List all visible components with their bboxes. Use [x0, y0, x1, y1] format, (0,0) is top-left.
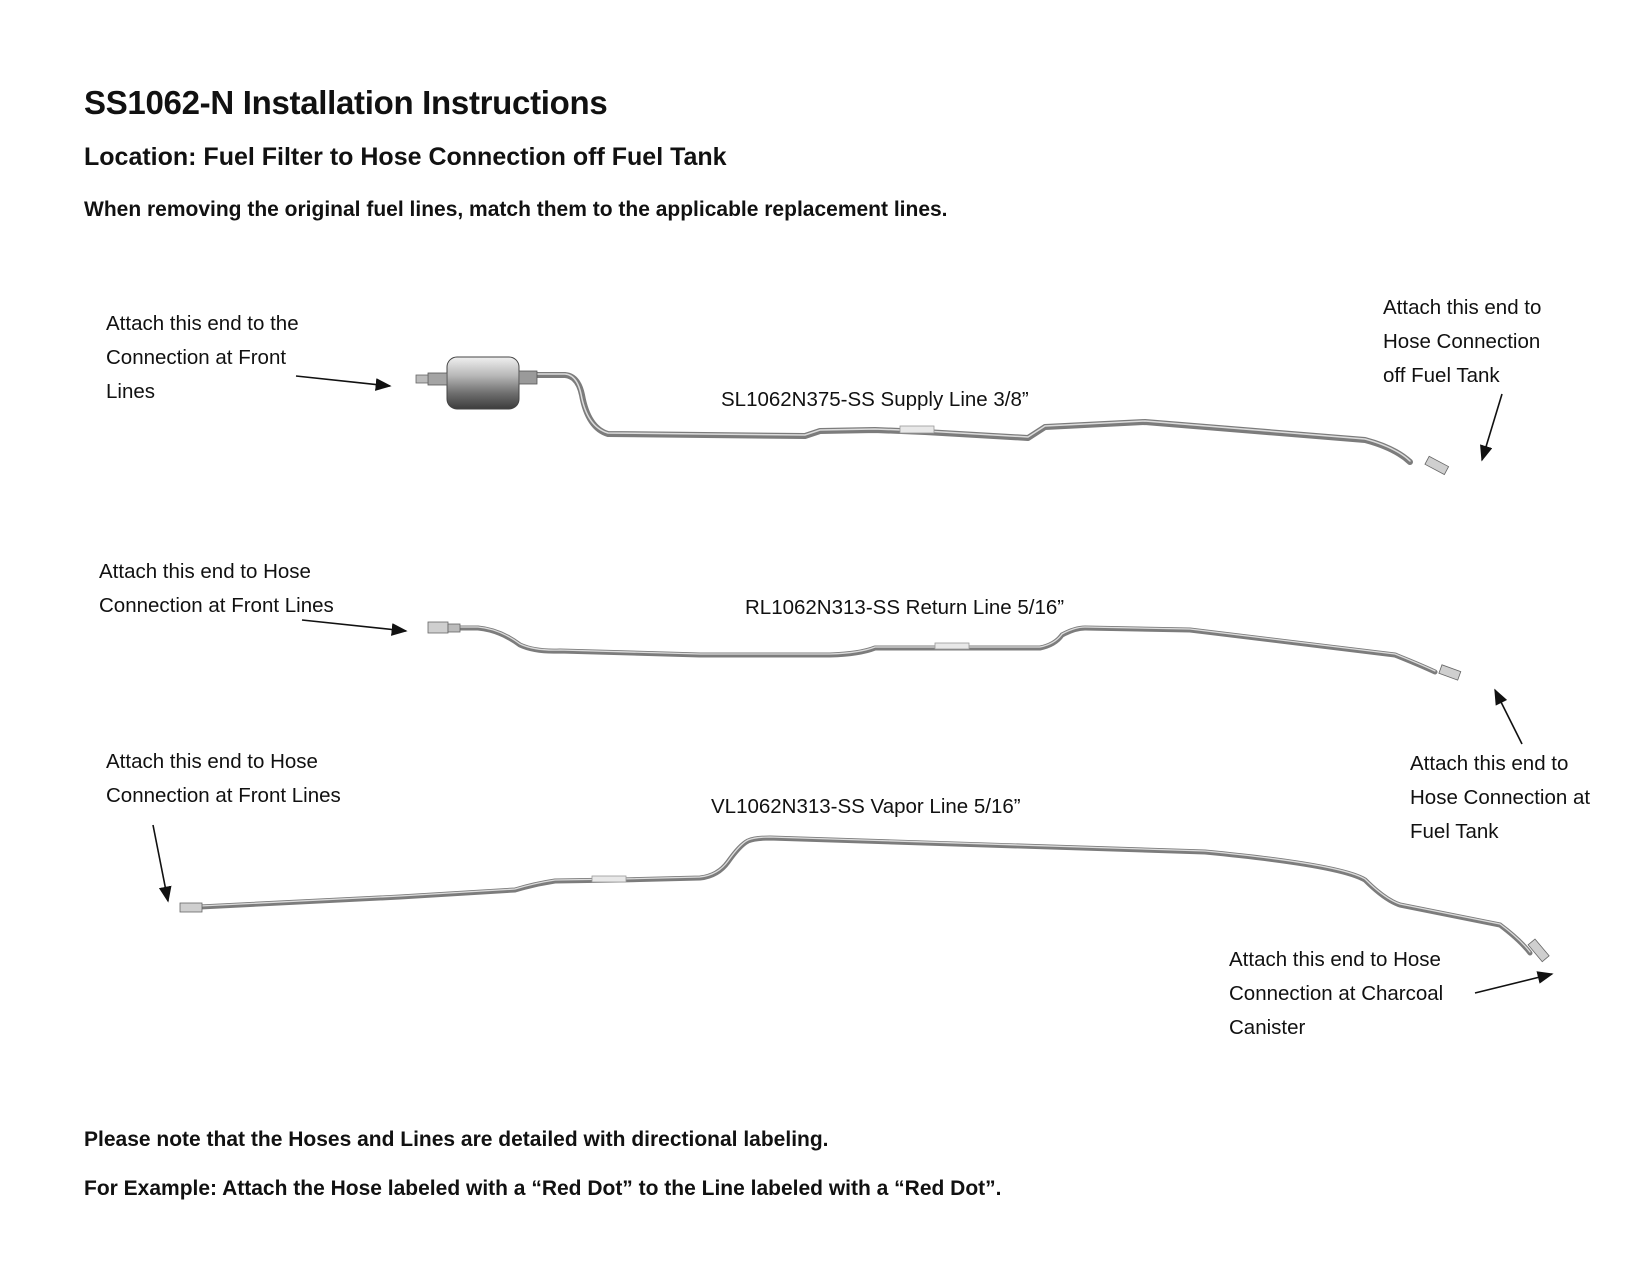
supply-right-arrow — [1480, 393, 1503, 462]
return-line-label: RL1062N313-SS Return Line 5/16” — [745, 596, 1065, 619]
vapor-right-arrow — [1474, 971, 1554, 994]
vapor-left-callout: Attach this end to Hose Connection at Fr… — [106, 750, 341, 807]
page-subtitle: Location: Fuel Filter to Hose Connection… — [84, 143, 727, 171]
example-note: For Example: Attach the Hose labeled wit… — [84, 1177, 1002, 1200]
supply-left-callout: Attach this end to the Connection at Fro… — [106, 312, 299, 403]
return-left-arrow — [301, 619, 408, 636]
vapor-line-label: VL1062N313-SS Vapor Line 5/16” — [711, 795, 1021, 818]
vapor-line-tube — [179, 835, 1550, 963]
supply-right-callout: Attach this end to Hose Connection off F… — [1383, 296, 1542, 387]
fuel-filter — [446, 356, 520, 410]
supply-line-tube — [415, 356, 1450, 476]
return-right-arrow — [1494, 688, 1523, 745]
page-title: SS1062-N Installation Instructions — [84, 84, 608, 121]
vapor-right-callout: Attach this end to Hose Connection at Ch… — [1229, 948, 1444, 1039]
supply-left-arrow — [295, 375, 392, 391]
supply-line-label: SL1062N375-SS Supply Line 3/8” — [721, 388, 1029, 411]
vapor-left-arrow — [152, 824, 172, 903]
return-left-callout: Attach this end to Hose Connection at Fr… — [99, 560, 334, 617]
directional-note: Please note that the Hoses and Lines are… — [84, 1128, 829, 1151]
intro-text: When removing the original fuel lines, m… — [84, 198, 948, 221]
return-line-tube — [427, 621, 1462, 681]
return-right-callout: Attach this end to Hose Connection at Fu… — [1410, 752, 1591, 843]
